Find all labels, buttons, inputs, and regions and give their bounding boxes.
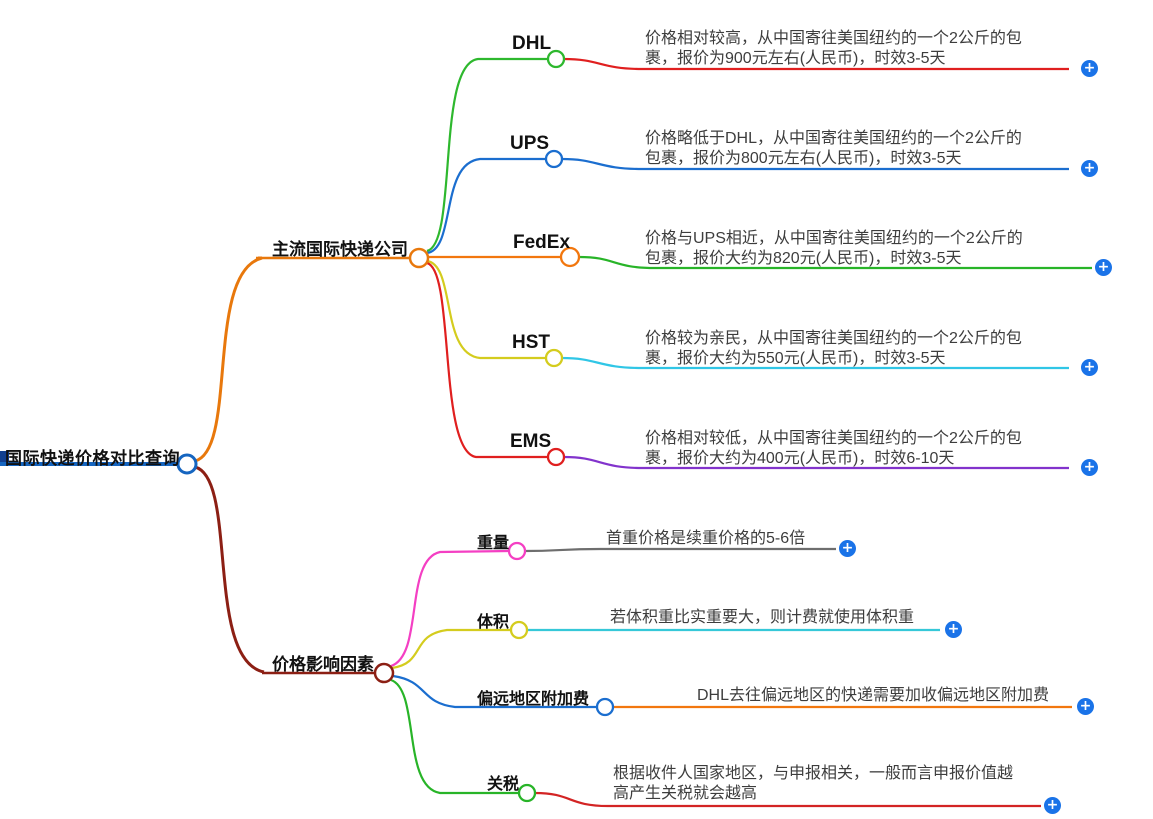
- weight-node-handle[interactable]: [507, 541, 527, 561]
- connector-ems: [426, 261, 548, 459]
- connector-ups-detail: [561, 157, 1069, 171]
- expand-button-hst[interactable]: +: [1081, 359, 1098, 376]
- remote-node-handle[interactable]: [595, 697, 615, 717]
- expand-button-weight[interactable]: +: [839, 540, 856, 557]
- detail-weight[interactable]: 首重价格是续重价格的5-6倍: [606, 530, 806, 547]
- connector-volume: [391, 628, 511, 670]
- connector-hst: [426, 259, 546, 360]
- factors-node-handle[interactable]: [373, 662, 395, 684]
- expand-button-tariff[interactable]: +: [1044, 797, 1061, 814]
- detail-ems[interactable]: 价格相对较低，从中国寄往美国纽约的一个2公斤的包裹，报价大约为400元(人民币)…: [645, 430, 1022, 467]
- node-fedex-label[interactable]: FedEx: [513, 232, 571, 253]
- node-ups-label[interactable]: UPS: [510, 133, 550, 154]
- node-ems-label[interactable]: EMS: [510, 431, 552, 452]
- connector-weight: [390, 549, 510, 668]
- connector-root-companies: [194, 256, 263, 463]
- hst-node-handle[interactable]: [544, 348, 564, 368]
- tariff-node-handle[interactable]: [517, 783, 537, 803]
- detail-dhl[interactable]: 价格相对较高，从中国寄往美国纽约的一个2公斤的包裹，报价为900元左右(人民币)…: [645, 30, 1022, 67]
- node-dhl-label[interactable]: DHL: [512, 33, 552, 54]
- node-remote-label[interactable]: 偏远地区附加费: [477, 691, 590, 708]
- connector-ems-detail: [563, 455, 1069, 470]
- volume-node-handle[interactable]: [509, 620, 529, 640]
- expand-button-ups[interactable]: +: [1081, 160, 1098, 177]
- expand-button-volume[interactable]: +: [945, 621, 962, 638]
- root-node-handle[interactable]: [176, 453, 198, 475]
- fedex-node-handle[interactable]: [559, 246, 581, 268]
- node-weight-label[interactable]: 重量: [477, 535, 510, 552]
- expand-button-ems[interactable]: +: [1081, 459, 1098, 476]
- node-tariff-label[interactable]: 关税: [487, 776, 520, 793]
- connector-tariff-detail: [534, 791, 1041, 808]
- branch-factors-label[interactable]: 价格影响因素: [272, 655, 374, 674]
- detail-tariff[interactable]: 根据收件人国家地区，与申报相关，一般而言申报价值越高产生关税就会越高: [613, 765, 1014, 802]
- connector-dhl-detail: [563, 57, 1069, 71]
- detail-ups[interactable]: 价格略低于DHL，从中国寄往美国纽约的一个2公斤的包裹，报价为800元左右(人民…: [645, 130, 1022, 167]
- connector-weight-detail: [524, 547, 836, 553]
- dhl-node-handle[interactable]: [546, 49, 566, 69]
- detail-volume[interactable]: 若体积重比实重要大，则计费就使用体积重: [610, 609, 915, 626]
- expand-button-fedex[interactable]: +: [1095, 259, 1112, 276]
- detail-fedex[interactable]: 价格与UPS相近，从中国寄往美国纽约的一个2公斤的包裹，报价大约为820元(人民…: [645, 230, 1023, 267]
- root-node-label[interactable]: 国际快递价格对比查询: [5, 449, 180, 468]
- root-edge-marker: [0, 451, 9, 464]
- ems-node-handle[interactable]: [546, 447, 566, 467]
- companies-node-handle[interactable]: [408, 247, 430, 269]
- connector-tariff: [390, 678, 518, 795]
- connector-fedex-detail: [578, 255, 1092, 270]
- detail-hst[interactable]: 价格较为亲民，从中国寄往美国纽约的一个2公斤的包裹，报价大约为550元(人民币)…: [645, 330, 1022, 367]
- branch-companies-label[interactable]: 主流国际快递公司: [272, 240, 408, 259]
- connector-root-factors: [194, 465, 265, 674]
- detail-remote[interactable]: DHL去往偏远地区的快递需要加收偏远地区附加费: [697, 687, 1050, 704]
- node-volume-label[interactable]: 体积: [477, 614, 510, 631]
- ups-node-handle[interactable]: [544, 149, 564, 169]
- connector-dhl: [426, 57, 547, 253]
- connector-remote: [392, 674, 596, 709]
- expand-button-remote[interactable]: +: [1077, 698, 1094, 715]
- connector-ups: [426, 157, 545, 255]
- connector-hst-detail: [561, 356, 1069, 370]
- node-hst-label[interactable]: HST: [512, 332, 550, 353]
- expand-button-dhl[interactable]: +: [1081, 60, 1098, 77]
